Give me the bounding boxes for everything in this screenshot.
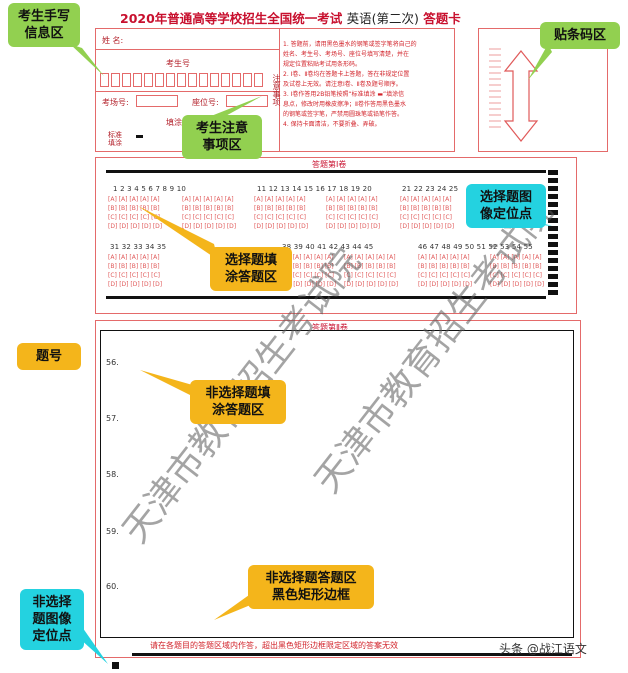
question-number: 59. bbox=[106, 527, 119, 536]
seat-label: 座位号: bbox=[192, 98, 219, 107]
exam-no-cells[interactable] bbox=[100, 73, 263, 87]
answer-options[interactable]: [A] [A] [A] [A] [A] [B] [B] [B] [B] [B] … bbox=[108, 196, 163, 230]
question-numbers: 38 39 40 41 42 43 44 45 bbox=[282, 243, 374, 251]
candidate-info-form: 姓 名: 考生号 考场号: 座位号: 填涂 标准 填涂 注意事项 bbox=[95, 28, 455, 152]
note-line: 3. Ⅰ卷作答用2B铅笔按照“标准填涂 ▬”填涂信 bbox=[283, 91, 405, 98]
answer-options[interactable]: [A] [A] [A] [A] [A] [B] [B] [B] [B] [B] … bbox=[490, 254, 545, 288]
exam-no-label: 考生号 bbox=[166, 59, 190, 68]
note-line: 4. 保持卡面清洁，不要折叠、弄破。 bbox=[283, 121, 381, 128]
room-label: 考场号: bbox=[102, 98, 129, 107]
callout-non-choice-locator: 非选择 题图像 定位点 bbox=[20, 589, 84, 650]
section-one-top-bar bbox=[106, 170, 546, 173]
question-number: 58. bbox=[106, 470, 119, 479]
answer-options[interactable]: [A] [A] [A] [A] [A] [B] [B] [B] [B] [B] … bbox=[326, 196, 381, 230]
section-two-title: 答题第Ⅱ卷 bbox=[312, 323, 348, 332]
note-line: 姓名、考生号、考场号、座位号填写清楚，并在 bbox=[283, 51, 410, 58]
question-number: 57. bbox=[106, 414, 119, 423]
fill-label: 填涂 bbox=[166, 118, 182, 127]
callout-question-number: 题号 bbox=[17, 343, 81, 370]
answer-sheet-title: 2020年普通高等学校招生全国统一考试 英语(第二次) 答题卡 bbox=[120, 11, 461, 26]
section-one-title: 答题第Ⅰ卷 bbox=[312, 160, 347, 169]
section-two-box bbox=[95, 320, 581, 658]
notes-list: 1. 答题前，请用黑色墨水的钢笔或签字笔将自己的 姓名、考生号、考场号、座位号填… bbox=[283, 40, 458, 130]
question-numbers: 11 12 13 14 15 16 17 18 19 20 bbox=[257, 185, 372, 193]
note-line: 及试卷上无效。请注意Ⅰ卷、Ⅱ卷及题号顺序。 bbox=[283, 81, 402, 88]
note-line: 规定位置粘贴考试用条形码。 bbox=[283, 61, 362, 68]
non-choice-locator-mark bbox=[112, 662, 119, 669]
section-two-footer-note: 请在各题目的答题区域内作答，超出黑色矩形边框限定区域的答案无效 bbox=[150, 641, 398, 650]
answer-options[interactable]: [A] [A] [A] [A] [A] [B] [B] [B] [B] [B] … bbox=[344, 254, 399, 288]
section-one-bottom-bar bbox=[106, 296, 546, 299]
question-number: 60. bbox=[106, 582, 119, 591]
non-choice-answer-border[interactable] bbox=[100, 330, 574, 638]
answer-options[interactable]: [A] [A] [A] [A] [A] [B] [B] [B] [B] [B] … bbox=[108, 254, 163, 288]
callout-barcode-area: 贴条码区 bbox=[540, 22, 620, 49]
section-two-bottom-bar bbox=[132, 653, 572, 656]
callout-choice-area: 选择题填 涂答题区 bbox=[210, 247, 292, 291]
question-number: 56. bbox=[106, 358, 119, 367]
question-numbers: 1 2 3 4 5 6 7 8 9 10 bbox=[113, 185, 187, 193]
answer-options[interactable]: [A] [A] [A] [A] [A] [B] [B] [B] [B] [B] … bbox=[400, 196, 455, 230]
note-line: 的钢笔或签字笔，严禁用圆珠笔或铅笔作答。 bbox=[283, 111, 404, 118]
note-line: 1. 答题前，请用黑色墨水的钢笔或签字笔将自己的 bbox=[283, 41, 417, 48]
answer-options[interactable]: [A] [A] [A] [A] [A] [B] [B] [B] [B] [B] … bbox=[182, 196, 237, 230]
answer-options[interactable]: [A] [A] [A] [A] [A] [B] [B] [B] [B] [B] … bbox=[418, 254, 473, 288]
callout-notes-area: 考生注意 事项区 bbox=[182, 115, 262, 159]
callout-handwriting-info: 考生手写 信息区 bbox=[8, 3, 80, 47]
barcode-arrow-icon bbox=[489, 48, 539, 142]
note-line: 2. Ⅰ卷、Ⅱ卷均在答题卡上答题，答在非规定位置 bbox=[283, 71, 410, 78]
callout-non-choice-border: 非选择题答题区 黑色矩形边框 bbox=[248, 565, 374, 609]
standard-fill-label: 标准 填涂 bbox=[108, 131, 122, 147]
note-line: 息点，修改时用橡皮擦净；Ⅱ卷作答用黑色墨水 bbox=[283, 101, 406, 108]
notes-title: 注意事项 bbox=[272, 74, 281, 106]
standard-fill-mark bbox=[136, 135, 143, 138]
brand-watermark: 头条 @战江语文 bbox=[499, 642, 587, 656]
name-label: 姓 名: bbox=[102, 36, 124, 45]
question-numbers: 21 22 23 24 25 bbox=[402, 185, 459, 193]
question-numbers: 31 32 33 34 35 bbox=[110, 243, 167, 251]
question-numbers: 46 47 48 49 50 51 52 53 54 55 bbox=[418, 243, 533, 251]
answer-options[interactable]: [A] [A] [A] [A] [A] [B] [B] [B] [B] [B] … bbox=[254, 196, 309, 230]
callout-choice-locator: 选择题图 像定位点 bbox=[466, 184, 546, 228]
callout-non-choice-fill: 非选择题填 涂答题区 bbox=[190, 380, 286, 424]
section-one-box bbox=[95, 157, 577, 314]
